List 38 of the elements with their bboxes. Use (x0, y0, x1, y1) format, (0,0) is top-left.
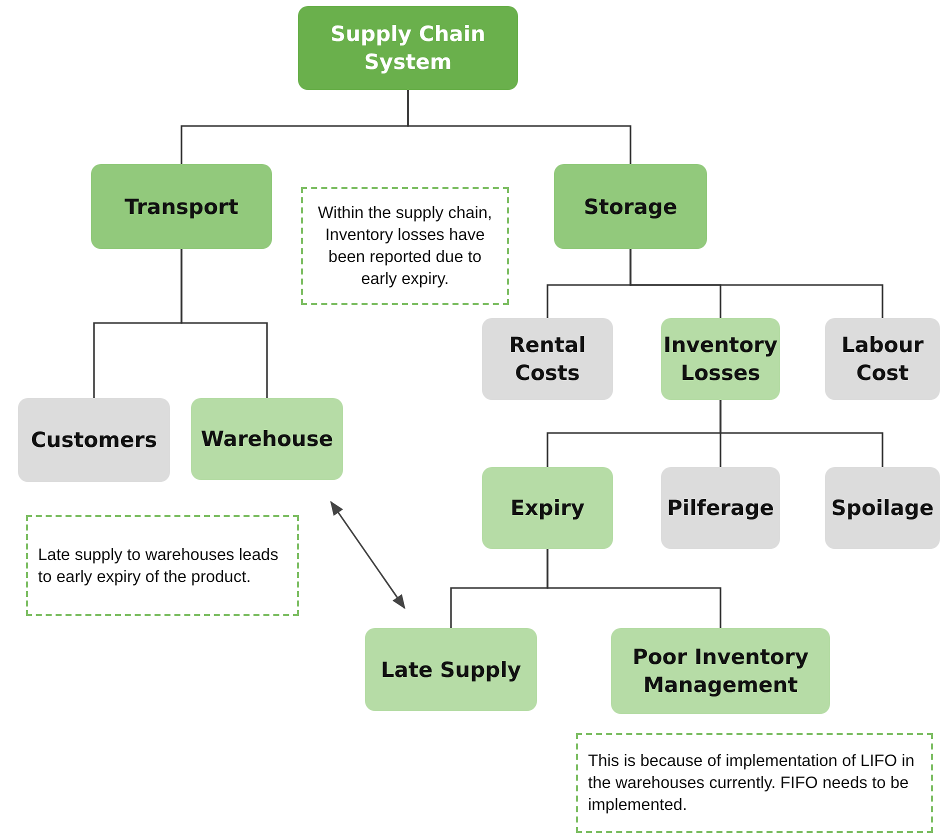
connector-line (407, 90, 632, 164)
category-box (825, 467, 940, 549)
category-box (554, 164, 707, 249)
box-label: Transport (124, 194, 238, 220)
category-box (611, 628, 830, 714)
box-label: Labour Cost (840, 332, 925, 387)
note-text: This is because of implementation of LIFO in the warehouses currently. FIFO needs to be implemented. (588, 751, 916, 816)
box-label: Supply Chain System (329, 21, 487, 76)
category-box (18, 398, 170, 482)
box-label: Poor Inventory Management (631, 644, 810, 699)
box-label: Customers (30, 427, 158, 454)
category-box (91, 164, 272, 249)
connector-line (720, 400, 884, 467)
box-label: Rental Costs (508, 332, 587, 387)
note-box (301, 187, 509, 305)
category-box (661, 318, 780, 400)
note-text: Within the supply chain, Inventory losses have been reported due to early expiry. (316, 203, 494, 290)
note-box (26, 515, 299, 616)
connector-line (546, 549, 722, 628)
box-label: Warehouse (200, 426, 334, 453)
box-label: Spoilage (831, 495, 934, 522)
category-box (191, 398, 343, 480)
box-label: Storage (584, 194, 678, 220)
connector-line (630, 249, 884, 318)
root-box (298, 6, 518, 90)
box-label: Expiry (510, 495, 585, 522)
box-label: Inventory Losses (662, 332, 779, 387)
category-box (482, 467, 613, 549)
category-box (661, 467, 780, 549)
note-box (576, 733, 933, 833)
category-box (825, 318, 940, 400)
note-text: Late supply to warehouses leads to early expiry of the product. (38, 544, 280, 588)
connector-line (180, 249, 268, 398)
box-label: Pilferage (667, 495, 774, 522)
double-arrow (330, 500, 406, 610)
category-box (365, 628, 537, 711)
category-box (482, 318, 613, 400)
box-label: Late Supply (380, 656, 522, 684)
